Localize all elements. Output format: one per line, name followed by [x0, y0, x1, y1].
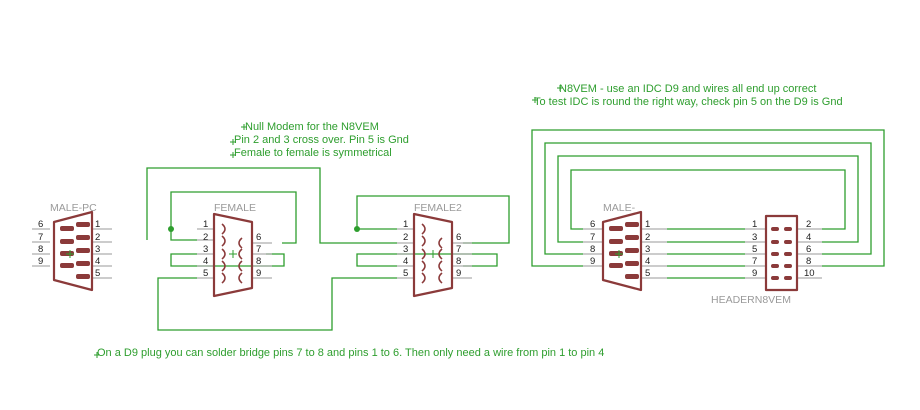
- connector-header: HEADERN8VEM 1 3 5 7 9 2 4 6 8 10: [711, 214, 822, 306]
- pin-label: 9: [752, 268, 757, 279]
- connector-male: MALE- 6 7 8 9: [583, 202, 667, 292]
- wire-female2-pin8: [356, 253, 498, 267]
- wire-female2-loop: [356, 195, 510, 244]
- wire-idc-second: [544, 142, 872, 255]
- note-null-modem: Null Modem for the N8VEM Pin 2 and 3 cro…: [230, 121, 409, 159]
- pin-label: 6: [590, 219, 595, 230]
- pin-labels: 1 2 3 4 5 6 7 8 9: [203, 219, 261, 279]
- note-idc-line-2: To test IDC is round the right way, chec…: [534, 96, 843, 108]
- pin-label: 2: [403, 232, 408, 243]
- pin-label: 1: [203, 219, 208, 230]
- pin-labels: 1 2 3 4 5 6 7 8 9: [403, 219, 461, 279]
- connector-female: FEMALE 1 2 3 4 5 6 7 8 9: [197, 202, 272, 298]
- wire-tx-rx: [170, 191, 297, 244]
- pin-lines: [583, 228, 667, 279]
- d9-shell: [212, 212, 254, 298]
- pin-label: 3: [645, 244, 650, 255]
- pin-lines: [32, 228, 112, 279]
- pin-label: 1: [403, 219, 408, 230]
- pin-label: 2: [645, 232, 650, 243]
- pin-label: 8: [256, 256, 261, 267]
- pin-label: 6: [456, 232, 461, 243]
- pin-holes: [771, 227, 792, 280]
- pin-labels: 6 7 8 9 1 2 3 4 5: [590, 219, 650, 279]
- pin-label: 1: [95, 219, 100, 230]
- note-null-modem-line-2: Pin 2 and 3 cross over. Pin 5 is Gnd: [234, 134, 409, 146]
- part-name-male: MALE-: [603, 202, 636, 214]
- pin-holes: [609, 222, 639, 279]
- note-bridge: On a D9 plug you can solder bridge pins …: [94, 347, 604, 359]
- part-name-female2: FEMALE2: [414, 202, 462, 214]
- pin-label: 3: [403, 244, 408, 255]
- pin-label: 5: [203, 268, 208, 279]
- note-idc-line-1: N8VEM - use an IDC D9 and wires all end …: [559, 83, 816, 95]
- d9-shell: [412, 212, 454, 298]
- pin-label: 5: [752, 244, 757, 255]
- pin-label: 7: [752, 256, 757, 267]
- pin-label: 5: [403, 268, 408, 279]
- pin-label: 5: [95, 268, 100, 279]
- wire-idc-third: [557, 155, 859, 243]
- pin-lines: [197, 228, 272, 279]
- pin-label: 7: [38, 232, 43, 243]
- wire-rx-tx: [170, 253, 285, 267]
- pin-label: 2: [203, 232, 208, 243]
- wire-idc-outer: [531, 129, 885, 267]
- pin-label: 4: [203, 256, 208, 267]
- pin-label: 4: [806, 232, 811, 243]
- note-null-modem-line-3: Female to female is symmetrical: [234, 147, 392, 159]
- header-body: [764, 214, 799, 292]
- pin-labels: 1 3 5 7 9 2 4 6 8 10: [752, 219, 815, 279]
- pin-label: 4: [403, 256, 408, 267]
- pin-label: 3: [203, 244, 208, 255]
- pin-label: 8: [590, 244, 595, 255]
- junction-dot: [168, 226, 174, 232]
- pin-label: 9: [256, 268, 261, 279]
- note-null-modem-line-1: Null Modem for the N8VEM: [245, 121, 379, 133]
- wire-pin5-bridge: [157, 277, 397, 331]
- note-bridge-text: On a D9 plug you can solder bridge pins …: [97, 347, 604, 359]
- pin-label: 5: [645, 268, 650, 279]
- pin-label: 6: [38, 219, 43, 230]
- pin-label: 6: [806, 244, 811, 255]
- part-name-male-pc: MALE-PC: [50, 202, 97, 214]
- pin-holes: [60, 222, 90, 279]
- pin-lines: [397, 228, 472, 279]
- pin-label: 7: [456, 244, 461, 255]
- wires: [146, 129, 885, 331]
- pin-label: 8: [806, 256, 811, 267]
- pin-label: 1: [645, 219, 650, 230]
- pin-label: 8: [456, 256, 461, 267]
- pin-sockets: [421, 223, 443, 284]
- pin-lines: [745, 228, 822, 279]
- pin-label: 3: [752, 232, 757, 243]
- part-name-header: HEADERN8VEM: [711, 294, 791, 306]
- pin-sockets: [221, 223, 243, 284]
- d9-shell: [601, 210, 643, 292]
- wire-idc-inner: [570, 169, 846, 230]
- pin-label: 7: [256, 244, 261, 255]
- pin-label: 3: [95, 244, 100, 255]
- junction-dot: [354, 226, 360, 232]
- pin-label: 1: [752, 219, 757, 230]
- pin-label: 4: [95, 256, 100, 267]
- pin-label: 4: [645, 256, 650, 267]
- pin-label: 9: [38, 256, 43, 267]
- pin-label: 2: [95, 232, 100, 243]
- wire-ground: [146, 167, 397, 244]
- connector-female2: FEMALE2 1 2 3 4 5 6 7 8 9: [397, 202, 472, 298]
- pin-label: 7: [590, 232, 595, 243]
- part-name-female: FEMALE: [214, 202, 256, 214]
- pin-label: 6: [256, 232, 261, 243]
- pin-label: 2: [806, 219, 811, 230]
- connector-male-pc: MALE-PC 6 7 8 9: [32, 202, 112, 292]
- pin-labels: 6 7 8 9 1 2 3 4 5: [38, 219, 100, 279]
- pin-label: 9: [590, 256, 595, 267]
- pin-label: 9: [456, 268, 461, 279]
- note-idc: N8VEM - use an IDC D9 and wires all end …: [532, 83, 843, 108]
- pin-label: 10: [804, 268, 815, 279]
- d9-shell: [52, 210, 94, 292]
- pin-label: 8: [38, 244, 43, 255]
